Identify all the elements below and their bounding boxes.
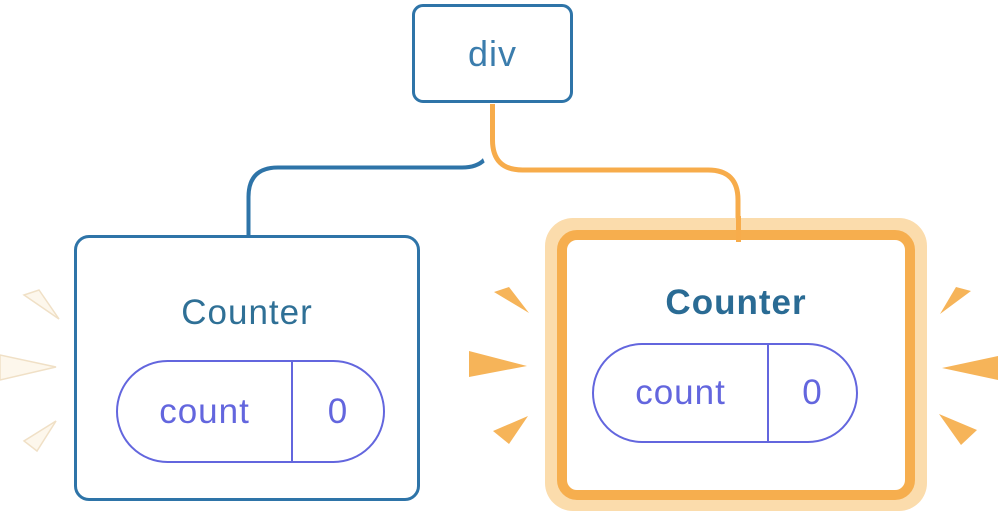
edge-highlight-halo [480,104,751,219]
spark-icon [940,287,971,314]
state-value: 0 [327,391,349,431]
state-name: count [159,391,250,431]
root-node-div: div [412,4,573,103]
state-value: 0 [802,373,823,412]
edge-div-to-right-counter [490,104,741,244]
root-node-label: div [467,32,518,74]
counter-card-left: Counter count 0 [74,235,420,501]
spark-icon [22,420,57,453]
component-title: Counter [665,283,807,322]
burst-right-counter [469,287,998,445]
spark-icon [494,287,529,313]
state-value-cell: 0 [293,362,383,461]
spark-icon [22,289,60,320]
edge-div-to-left-counter [246,104,494,237]
highlight-glow-ring: Counter count 0 [545,218,927,511]
state-value-cell: 0 [769,345,856,441]
spark-icon [469,351,527,377]
edge-over-ring-segment [735,216,741,242]
state-pill: count 0 [592,343,858,443]
state-name: count [635,373,726,412]
spark-icon [939,414,977,445]
counter-card-right: Counter count 0 [557,230,915,500]
burst-left-counter [0,289,60,453]
state-name-cell: count [118,362,293,461]
state-pill: count 0 [116,360,385,463]
spark-icon [942,356,998,380]
spark-icon [493,416,528,444]
component-title: Counter [181,293,313,332]
spark-icon [0,354,57,381]
state-name-cell: count [594,345,769,441]
